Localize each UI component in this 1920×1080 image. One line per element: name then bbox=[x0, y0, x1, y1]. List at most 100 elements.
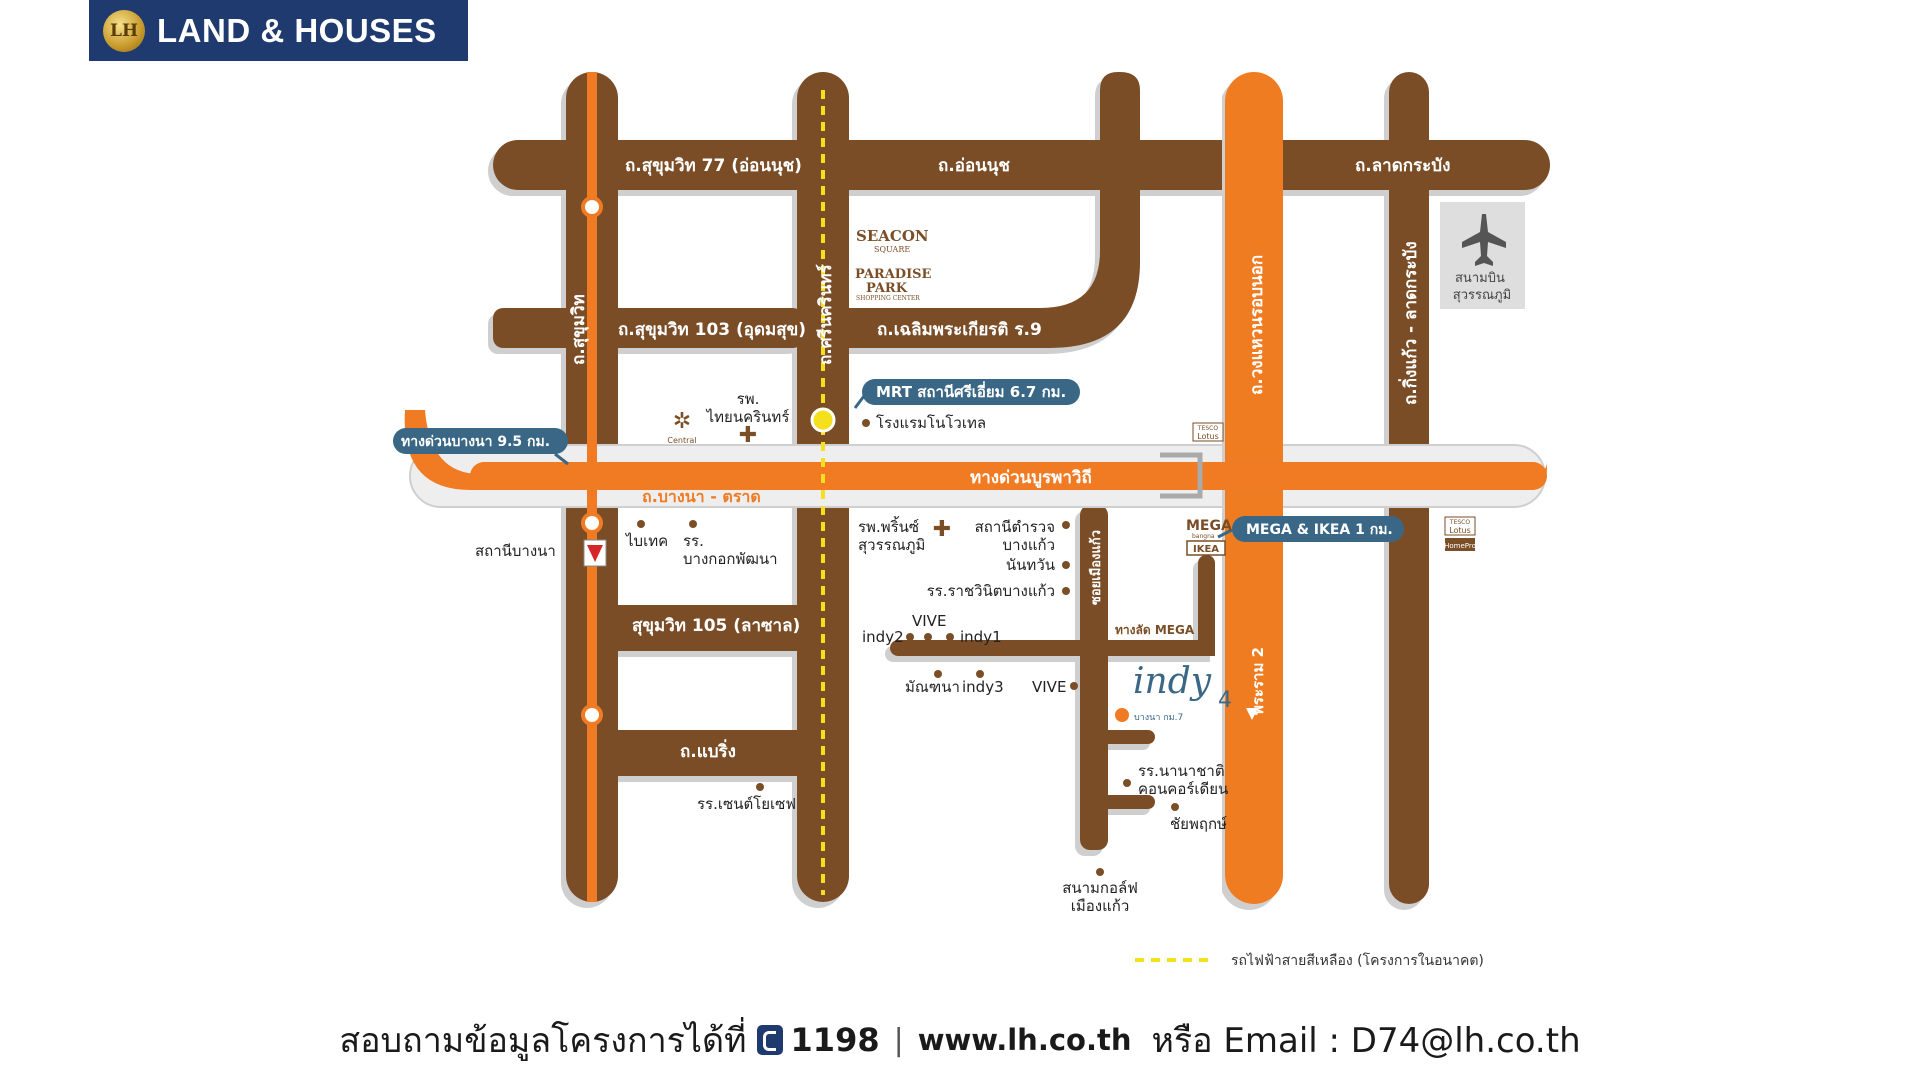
place-indy3: indy3 bbox=[962, 678, 1004, 696]
lh-logo-icon: LH bbox=[103, 9, 145, 52]
seacon-sub: SQUARE bbox=[874, 245, 910, 254]
central-logo-icon: ✲ bbox=[673, 409, 691, 434]
tesco-lotus-1: Lotus bbox=[1197, 432, 1219, 441]
road-mega-shortcut-v bbox=[1198, 555, 1215, 655]
bts-station-dot bbox=[581, 196, 603, 218]
ikea-label: IKEA bbox=[1193, 544, 1219, 555]
road-branch-2 bbox=[1095, 795, 1155, 809]
label-rama2: พระราม 2 bbox=[1249, 647, 1267, 715]
footer-prefix: สอบถามข้อมูลโครงการได้ที่ bbox=[339, 1021, 747, 1061]
tesco-lotus-2: Lotus bbox=[1449, 526, 1471, 535]
place-rajavinit: รร.ราชวินิตบางแก้ว bbox=[927, 582, 1055, 600]
place-thainakarin-hospital: รพ.ไทยนครินทร์ bbox=[706, 390, 790, 426]
label-burapha: ทางด่วนบูรพาวิถี bbox=[970, 467, 1092, 489]
poi-dot bbox=[1123, 779, 1131, 787]
place-st-joseph: รร.เซนต์โยเซฟ bbox=[697, 795, 796, 813]
place-princ-hospital: รพ.พริ้นซ์สุวรรณภูมิ bbox=[858, 516, 925, 555]
poi-dot bbox=[756, 783, 764, 791]
project-location-dot bbox=[1115, 708, 1129, 722]
label-onnut: ถ.อ่อนนุช bbox=[938, 156, 1010, 176]
place-police: สถานีตำรวจบางแก้ว bbox=[975, 518, 1055, 554]
road-sukhumvit105 bbox=[600, 605, 810, 651]
place-mantana: มัณฑนา bbox=[905, 678, 960, 696]
expressway-band bbox=[470, 462, 1547, 490]
label-sukhumvit77: ถ.สุขุมวิท 77 (อ่อนนุช) bbox=[625, 156, 802, 176]
label-soi-mueangkaew: ซอยเมืองแก้ว bbox=[1088, 530, 1104, 605]
road-onnut bbox=[493, 140, 1550, 190]
mega-sub: bangna bbox=[1192, 533, 1215, 540]
label-bearing: ถ.แบริ่ง bbox=[680, 739, 736, 762]
poi-dot bbox=[946, 633, 954, 641]
indy4-sub: บางนา กม.7 bbox=[1134, 713, 1183, 723]
callout-bangna-expressway: ทางด่วนบางนา 9.5 กม. bbox=[393, 428, 569, 466]
place-nantawan: นันทวัน bbox=[1006, 556, 1055, 574]
footer-phone[interactable]: 1198 bbox=[790, 1021, 880, 1059]
footer-email[interactable]: หรือ Email : D74@lh.co.th bbox=[1151, 1021, 1581, 1061]
mrt-station-dot bbox=[810, 407, 836, 433]
label-outer-ring: ถ.วงแหวนรอบนอก bbox=[1247, 255, 1267, 395]
poi-dot bbox=[1070, 682, 1078, 690]
label-latkrabang: ถ.ลาดกระบัง bbox=[1355, 156, 1450, 176]
bts-station-dot bbox=[581, 512, 603, 534]
location-map: ถ.สุขุมวิท 77 (อ่อนนุช) ถ.อ่อนนุช ถ.ลาดก… bbox=[393, 72, 1550, 969]
callout-bangna-text: ทางด่วนบางนา 9.5 กม. bbox=[401, 434, 550, 450]
logo-text: LH bbox=[109, 20, 138, 41]
road-network bbox=[493, 72, 1550, 904]
road-bearing bbox=[600, 730, 810, 776]
hospital-cross-icon: ✚ bbox=[739, 423, 757, 448]
place-concordian: รร.นานาชาติคอนคอร์เดียน bbox=[1138, 762, 1228, 798]
tesco-label-1: TESCO bbox=[1197, 425, 1218, 432]
svg-text:สนามบิน สุวรรณภูมิ: สนามบิน สุวรรณภูมิ bbox=[1453, 271, 1511, 303]
label-srinakarin: ถ.ศรีนครินทร์ bbox=[815, 263, 836, 365]
paradise-logo-2: PARK bbox=[866, 281, 908, 296]
poi-dot bbox=[934, 670, 942, 678]
poi-dot bbox=[862, 419, 870, 427]
place-bangna-station: สถานีบางนา bbox=[475, 542, 556, 560]
place-bkk-pattana: รร.บางกอกพัฒนา bbox=[683, 532, 778, 568]
expressway-ramp bbox=[1160, 452, 1203, 499]
road-chalermprakiat bbox=[803, 72, 1140, 348]
place-chaiyapruek: ชัยพฤกษ์ bbox=[1170, 815, 1227, 833]
tesco-logo-icon bbox=[1444, 516, 1476, 536]
callout-mega-text: MEGA & IKEA 1 กม. bbox=[1246, 522, 1393, 538]
airport-label-1: สนามบิน bbox=[1455, 271, 1505, 286]
bts-logo-mark bbox=[587, 545, 603, 562]
place-vive-1: VIVE bbox=[912, 612, 946, 630]
place-bitec: ไบเทค bbox=[625, 532, 668, 550]
poi-dot bbox=[924, 633, 932, 641]
bts-station-dot bbox=[581, 704, 603, 726]
callout-mrt-text: MRT สถานีศรีเอี่ยม 6.7 กม. bbox=[876, 381, 1066, 401]
footer-website[interactable]: www.lh.co.th bbox=[917, 1023, 1132, 1057]
ikea-logo-icon bbox=[1186, 540, 1226, 556]
brand-name: LAND & HOUSES bbox=[157, 11, 437, 49]
bts-line bbox=[587, 72, 597, 902]
label-chalermprakiat: ถ.เฉลิมพระเกียรติ ร.9 bbox=[877, 319, 1042, 340]
road-branch-1 bbox=[1095, 730, 1155, 744]
label-sukhumvit103: ถ.สุขุมวิท 103 (อุดมสุข) bbox=[618, 320, 806, 340]
label-kingkaew: ถ.กิ่งแก้ว - ลาดกระบัง bbox=[1398, 241, 1421, 405]
poi-dot bbox=[1171, 803, 1179, 811]
place-golf: สนามกอล์ฟเมืองแก้ว bbox=[1062, 879, 1138, 915]
poi-dot bbox=[1096, 868, 1104, 876]
callout-mrt: MRT สถานีศรีเอี่ยม 6.7 กม. bbox=[853, 379, 1080, 409]
brand-header: LH LAND & HOUSES bbox=[89, 0, 468, 61]
place-indy1: indy1 bbox=[960, 628, 1002, 646]
phone-icon bbox=[756, 1025, 783, 1055]
poi-dot bbox=[689, 520, 697, 528]
road-indy-branch bbox=[890, 640, 1095, 656]
label-bangna-trad: ถ.บางนา - ตราด bbox=[642, 487, 761, 506]
label-sukhumvit: ถ.สุขุมวิท bbox=[569, 294, 589, 365]
poi-dot bbox=[1062, 521, 1070, 529]
place-novotel: โรงแรมโนโวเทล bbox=[876, 414, 986, 432]
contact-footer: สอบถามข้อมูลโครงการได้ที่ 1198 | www.lh.… bbox=[0, 1010, 1920, 1070]
label-sukhumvit105: สุขุมวิท 105 (ลาซาล) bbox=[632, 616, 800, 636]
seacon-paradise-logos: SEACON SQUARE PARADISE PARK SHOPPING CEN… bbox=[855, 227, 932, 302]
callout-mega-ikea: MEGA & IKEA 1 กม. bbox=[1217, 516, 1404, 542]
tesco-label-2: TESCO bbox=[1449, 519, 1470, 526]
paradise-logo: PARADISE bbox=[855, 267, 932, 282]
indy4-logo-text: indy bbox=[1133, 661, 1212, 702]
indy4-project-logo: indy 4 บางนา กม.7 bbox=[1115, 661, 1232, 723]
road-soi-mueangkaew bbox=[1080, 505, 1108, 850]
poi-dot bbox=[1062, 561, 1070, 569]
paradise-sub: SHOPPING CENTER bbox=[856, 295, 920, 302]
